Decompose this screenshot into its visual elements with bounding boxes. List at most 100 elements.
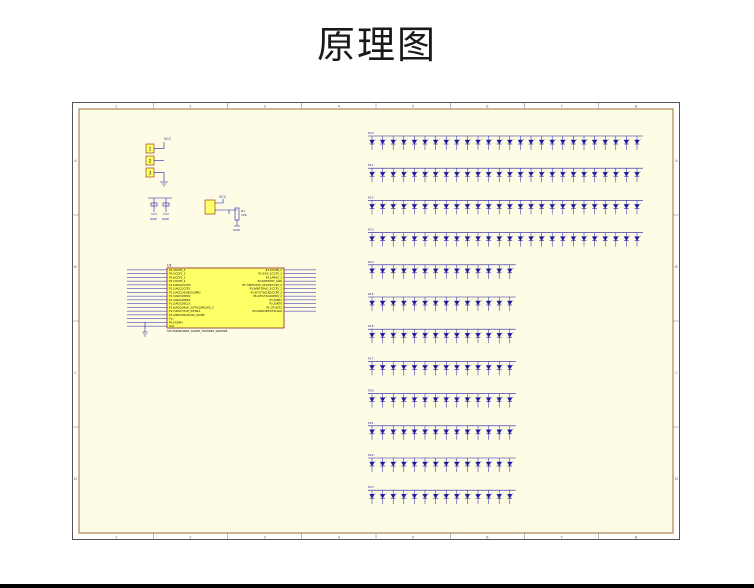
- led-diode: [496, 365, 502, 370]
- led-emission-mark: [437, 396, 440, 399]
- led-diode: [411, 461, 418, 467]
- led-emission-mark: [480, 299, 483, 302]
- led-diode: [475, 268, 481, 274]
- led-diode: [379, 300, 386, 306]
- led-diode: [602, 204, 608, 209]
- led-emission-mark: [437, 460, 440, 463]
- led-diode: [443, 365, 449, 370]
- mcu-right-pin-label: P2.3/CCP0_2: [266, 268, 283, 272]
- led-emission-mark: [405, 364, 408, 367]
- led-diode: [369, 139, 375, 145]
- led-emission-mark: [374, 171, 377, 173]
- led-emission-mark: [405, 332, 408, 334]
- led-emission-mark: [416, 171, 419, 173]
- led-emission-mark: [427, 203, 430, 206]
- led-emission-mark: [469, 299, 472, 302]
- led-diode: [401, 204, 407, 209]
- led-emission-mark: [522, 138, 525, 141]
- led-emission-mark: [448, 171, 451, 173]
- led-emission-mark: [374, 138, 377, 141]
- led-diode: [454, 429, 460, 435]
- led-emission-mark: [490, 235, 493, 238]
- led-emission-mark: [427, 235, 430, 238]
- led-diode: [432, 236, 439, 241]
- led-emission-mark: [501, 460, 504, 463]
- led-emission-mark: [628, 203, 631, 206]
- led-emission-mark: [628, 171, 631, 173]
- led-row-label: P23: [368, 485, 374, 489]
- led-diode: [507, 397, 513, 402]
- grid-col-mark-top: 8: [635, 105, 637, 109]
- led-diode: [496, 204, 502, 209]
- led-diode: [602, 172, 608, 177]
- led-diode: [475, 236, 481, 241]
- oscillator-wires: [148, 197, 172, 212]
- led-emission-mark: [384, 299, 387, 302]
- led-emission-mark: [427, 428, 430, 431]
- led-diode: [485, 397, 492, 402]
- led-emission-mark: [607, 171, 610, 173]
- grid-col-mark-bottom: 4: [338, 536, 341, 540]
- led-emission-mark: [405, 428, 408, 431]
- led-emission-mark: [596, 171, 599, 173]
- led-emission-mark: [374, 332, 377, 334]
- mcu-left-pin-label: Gnd: [169, 324, 175, 328]
- led-diode: [496, 333, 502, 338]
- led-emission-mark: [437, 428, 440, 431]
- net-label-gnd: GND: [150, 217, 158, 221]
- led-emission-mark: [416, 235, 419, 238]
- led-diode: [379, 494, 386, 499]
- led-diode: [591, 236, 598, 241]
- led-emission-mark: [374, 428, 377, 431]
- led-diode: [517, 204, 524, 209]
- led-emission-mark: [543, 138, 546, 141]
- led-emission-mark: [427, 138, 430, 141]
- led-emission-mark: [480, 332, 483, 334]
- grid-row-mark-left: B: [74, 265, 77, 269]
- led-emission-mark: [405, 299, 408, 302]
- led-emission-mark: [416, 138, 419, 141]
- led-emission-mark: [416, 332, 419, 334]
- led-emission-mark: [596, 138, 599, 141]
- led-emission-mark: [437, 203, 440, 206]
- led-diode: [369, 365, 375, 370]
- led-emission-mark: [448, 493, 451, 495]
- led-diode: [422, 333, 428, 338]
- capacitor-symbol: [150, 202, 158, 207]
- led-diode: [496, 139, 502, 145]
- led-diode: [475, 429, 481, 435]
- led-emission-mark: [405, 493, 408, 495]
- grid-col-mark-top: 2: [189, 105, 191, 109]
- mcu-right-pin-label: P3.2/INT0: [269, 302, 282, 306]
- led-emission-mark: [639, 203, 642, 206]
- led-emission-mark: [374, 299, 377, 302]
- grid-row-mark-right: D: [675, 477, 678, 481]
- led-row-label: P13: [368, 228, 374, 232]
- led-emission-mark: [554, 235, 557, 238]
- led-emission-mark: [416, 493, 419, 495]
- led-emission-mark: [628, 138, 631, 141]
- led-emission-mark: [607, 138, 610, 141]
- led-emission-mark: [374, 460, 377, 463]
- led-diode: [411, 397, 418, 402]
- led-emission-mark: [480, 138, 483, 141]
- led-diode: [485, 204, 492, 209]
- led-diode: [432, 429, 439, 435]
- led-emission-mark: [448, 299, 451, 302]
- led-diode: [411, 365, 418, 370]
- led-emission-mark: [448, 235, 451, 238]
- led-diode: [390, 365, 396, 370]
- led-emission-mark: [533, 138, 536, 141]
- led-diode: [475, 204, 481, 209]
- led-diode: [454, 494, 460, 499]
- led-emission-mark: [490, 364, 493, 367]
- led-diode: [379, 268, 386, 274]
- led-diode: [464, 365, 471, 370]
- mcu-right-pin-label: P3.0/RxD/INT4/T2CLKO: [252, 309, 282, 313]
- led-emission-mark: [501, 267, 504, 270]
- mcu-right-pin-label: P2.2/SS_2/CCP2_2: [259, 272, 283, 276]
- led-diode: [507, 461, 513, 467]
- led-diode: [401, 268, 407, 274]
